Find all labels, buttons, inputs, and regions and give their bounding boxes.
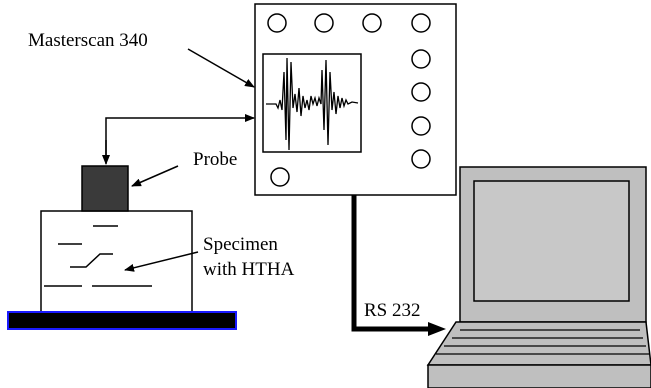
laptop-screen [473, 180, 630, 302]
device-knob-right-1 [411, 49, 431, 69]
rs232-cable [351, 195, 430, 332]
masterscan-label: Masterscan 340 [28, 30, 148, 51]
base-plate [7, 311, 237, 330]
rs232-label: RS 232 [364, 300, 421, 321]
device-knob-bottom-left [270, 167, 290, 187]
rs232-cable-arrowhead [428, 322, 446, 336]
device-knob-right-4 [411, 149, 431, 169]
specimen-label-line1: Specimen [203, 234, 278, 255]
ultrasonic-probe [81, 165, 129, 212]
device-knob-right-2 [411, 82, 431, 102]
probe-label-arrow [131, 165, 179, 187]
device-knob-top-3 [362, 13, 382, 33]
device-knob-right-3 [411, 116, 431, 136]
probe-label: Probe [193, 149, 237, 170]
device-knob-top-1 [267, 13, 287, 33]
masterscan-label-arrow [187, 48, 255, 88]
specimen-label-arrow [124, 251, 199, 272]
device-screen [262, 53, 362, 153]
device-knob-top-4 [411, 13, 431, 33]
crack-indication-3 [70, 253, 113, 268]
device-knob-top-2 [314, 13, 334, 33]
specimen-label-line2: with HTHA [203, 259, 295, 280]
specimen [40, 210, 193, 313]
masterscan-device [254, 3, 457, 196]
laptop-front-edge [427, 364, 651, 388]
laptop-keyboard-base [426, 321, 651, 366]
ascan-waveform [266, 57, 359, 151]
laptop [426, 166, 651, 388]
